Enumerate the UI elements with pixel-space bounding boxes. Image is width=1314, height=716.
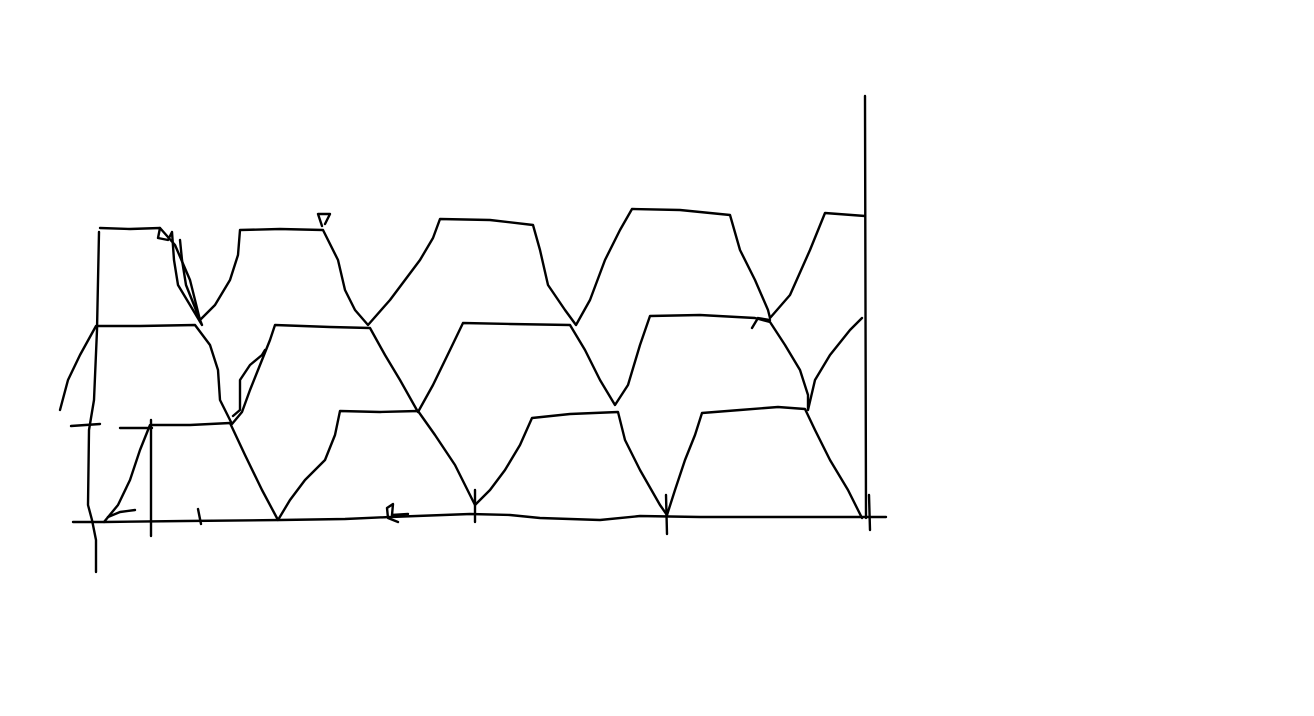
- scribble-loop: [231, 348, 267, 418]
- wave-line: [102, 405, 864, 524]
- tick-mark: [867, 493, 872, 532]
- tick-marks: [69, 212, 872, 538]
- baseline-axis: [71, 512, 888, 524]
- frame-lines: [71, 94, 888, 574]
- right-vertical-axis: [863, 94, 868, 520]
- small-mark: [69, 422, 102, 428]
- bottom-wave-row: [102, 405, 864, 524]
- top-wave-row: [98, 207, 867, 327]
- small-loop-mark: [385, 502, 410, 524]
- wave-line: [98, 207, 867, 327]
- small-mark: [106, 508, 137, 519]
- left-vertical-axis: [86, 230, 101, 574]
- wave-line: [58, 313, 864, 426]
- middle-wave-row: [58, 313, 864, 426]
- small-flag-mark: [316, 212, 332, 228]
- scribble-hook: [750, 316, 772, 330]
- scribble-loop: [156, 226, 204, 327]
- tick-mark: [196, 507, 203, 526]
